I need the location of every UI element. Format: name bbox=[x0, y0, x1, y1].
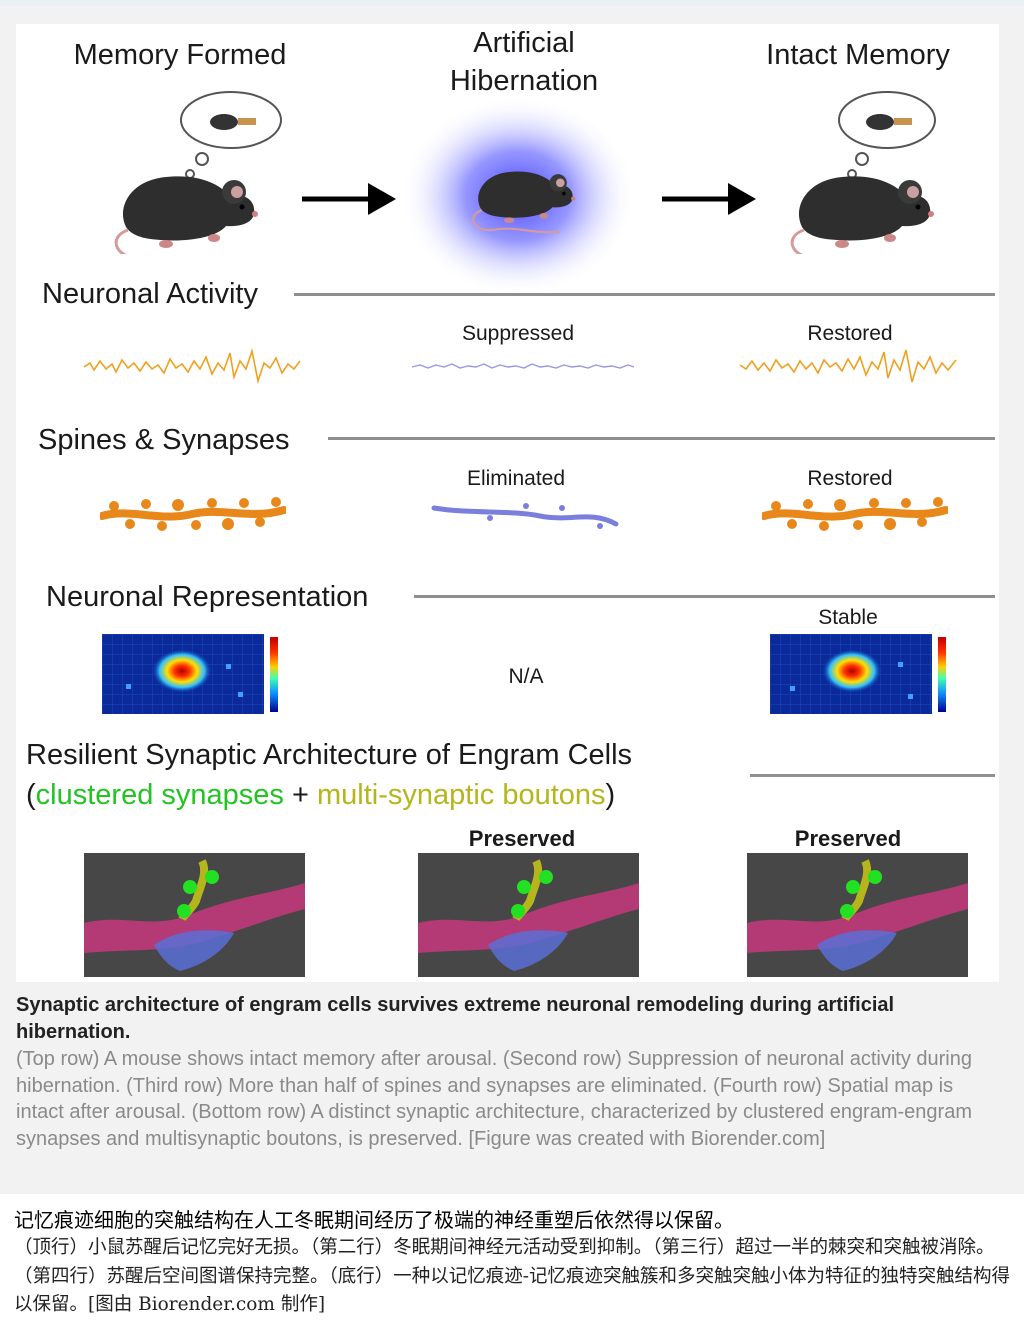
mouse-memory-formed-illustration bbox=[114, 91, 282, 254]
divider-line bbox=[750, 774, 995, 777]
stage-title-artificial-hibernation: Artificial Hibernation bbox=[449, 27, 599, 97]
stage-title-memory-formed: Memory Formed bbox=[73, 39, 287, 71]
legend-multi-synaptic-boutons: multi-synaptic boutons bbox=[316, 779, 606, 811]
arrow-right-icon bbox=[302, 183, 396, 215]
section-title-architecture: Resilient Synaptic Architecture of Engra… bbox=[26, 739, 633, 771]
engram-reconstruction-3 bbox=[747, 853, 968, 977]
zh-caption-body: （顶行）小鼠苏醒后记忆完好无损。（第二行）冬眠期间神经元活动受到抑制。（第三行）… bbox=[14, 1237, 1011, 1315]
state-suppressed: Suppressed bbox=[461, 322, 575, 345]
section-title-spines-synapses: Spines & Synapses bbox=[38, 424, 290, 456]
activity-trace-baseline bbox=[83, 347, 301, 385]
state-preserved-2: Preserved bbox=[794, 826, 902, 851]
divider-line bbox=[294, 293, 995, 296]
dendrite-baseline bbox=[100, 497, 286, 531]
engram-reconstruction-2 bbox=[418, 853, 639, 977]
section-title-neuronal-activity: Neuronal Activity bbox=[42, 278, 258, 310]
spatial-map-baseline bbox=[102, 634, 278, 714]
divider-line bbox=[328, 437, 995, 440]
state-not-applicable: N/A bbox=[508, 665, 544, 688]
legend-clustered-synapses: clustered synapses bbox=[35, 779, 284, 811]
caption-title: Synaptic architecture of engram cells su… bbox=[16, 994, 895, 1043]
top-strip bbox=[0, 0, 1024, 6]
state-stable: Stable bbox=[818, 606, 878, 629]
stage-title-intact-memory: Intact Memory bbox=[766, 39, 950, 71]
activity-trace-restored bbox=[739, 349, 957, 383]
legend-open-paren: ( bbox=[26, 779, 36, 811]
mouse-hibernation-illustration bbox=[400, 96, 636, 294]
architecture-legend: (clustered synapses + multi-synaptic bou… bbox=[26, 779, 615, 812]
dendrite-eliminated bbox=[431, 503, 619, 529]
mouse-intact-memory-illustration bbox=[790, 91, 936, 254]
spatial-map-intact bbox=[770, 634, 946, 714]
engram-reconstruction-1 bbox=[84, 853, 305, 977]
arrow-right-icon bbox=[662, 183, 756, 215]
zh-caption-title: 记忆痕迹细胞的突触结构在人工冬眠期间经历了极端的神经重塑后依然得以保留。 bbox=[14, 1208, 734, 1232]
caption-body: (Top row) A mouse shows intact memory af… bbox=[16, 1048, 972, 1150]
state-spines-restored: Restored bbox=[807, 467, 893, 490]
section-title-neuronal-representation: Neuronal Representation bbox=[46, 581, 369, 613]
activity-trace-suppressed bbox=[411, 363, 635, 369]
legend-close-paren: ) bbox=[605, 779, 616, 811]
figure-panel: Memory Formed Artificial Hibernation Int… bbox=[16, 24, 999, 982]
dendrite-restored bbox=[762, 497, 948, 531]
state-eliminated: Eliminated bbox=[466, 467, 566, 490]
legend-plus: + bbox=[283, 779, 317, 811]
state-preserved-1: Preserved bbox=[468, 826, 576, 851]
divider-line bbox=[414, 595, 995, 598]
state-activity-restored: Restored bbox=[807, 322, 893, 345]
